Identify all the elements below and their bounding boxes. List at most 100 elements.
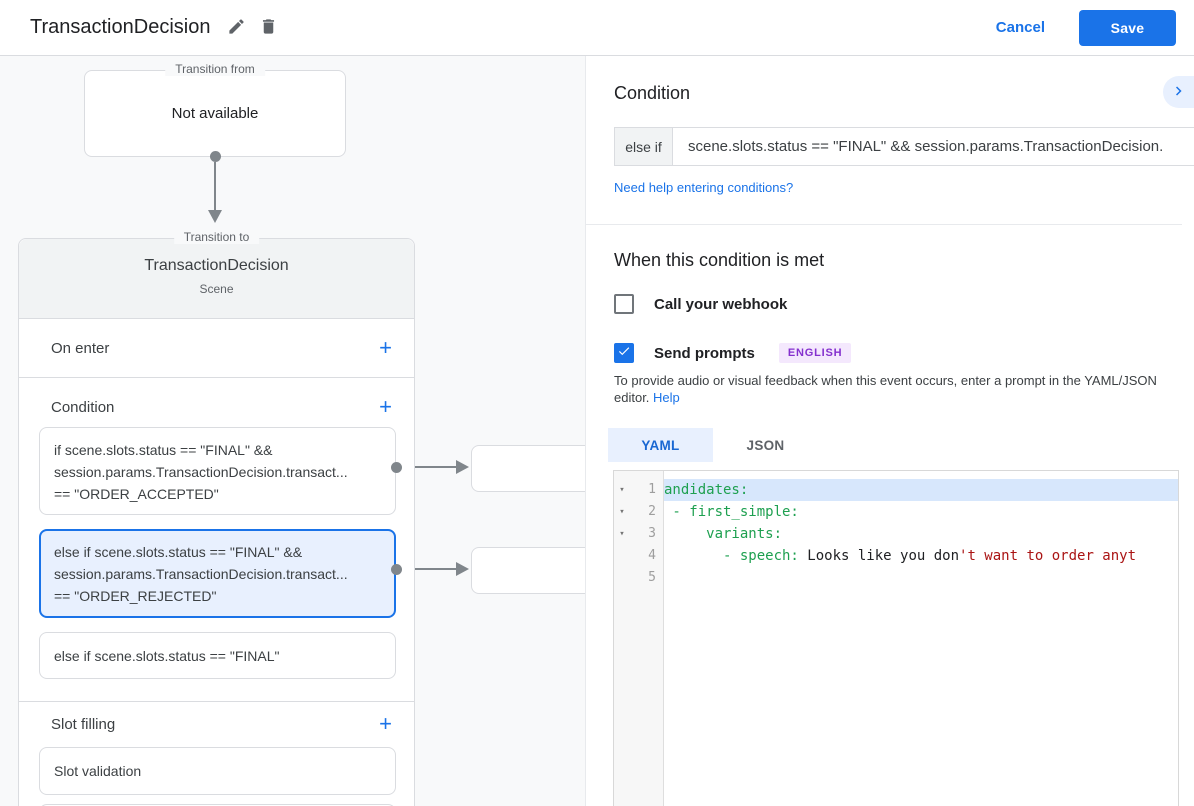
condition-line: session.params.TransactionDecision.trans… [54,566,348,582]
header-bar: TransactionDecision Cancel Save [0,0,1194,56]
fold-caret-icon[interactable]: ▾ [619,529,625,539]
scene-name: TransactionDecision [144,257,289,274]
connector-line [214,162,216,210]
page-title: TransactionDecision [30,16,211,38]
scene-card-header: TransactionDecision Scene [19,239,414,319]
scene-card: Transition to TransactionDecision Scene … [18,230,415,806]
language-badge: ENGLISH [778,343,852,363]
gutter-row: 4 [614,545,663,567]
transition-target-box[interactable] [471,547,601,594]
on-enter-label: On enter [51,339,110,357]
add-slot-button[interactable]: + [379,711,392,736]
line-number: 2 [648,504,656,519]
gutter-row: 5 [614,567,663,589]
code-token: variants: [664,526,783,542]
slot-validation-item[interactable]: Slot validation [39,747,396,795]
gutter-row: ▾ 1 [614,479,663,501]
editor-code-area[interactable]: andidates: - first_simple: variants: - s… [664,471,1178,806]
line-number: 1 [648,482,656,497]
line-number: 4 [648,548,656,563]
code-token: andidates: [664,482,749,498]
condition-line: == "ORDER_REJECTED" [54,588,217,604]
transition-target-box[interactable] [471,445,601,492]
header-actions: Cancel Save [995,9,1194,46]
save-button[interactable]: Save [1079,9,1176,46]
fold-caret-icon[interactable]: ▾ [619,507,625,517]
cancel-button[interactable]: Cancel [995,19,1045,36]
line-number: 5 [648,570,656,585]
connector-line [402,466,456,468]
code-token: Looks like you don [807,548,960,564]
condition-line: else if scene.slots.status == "FINAL" [54,647,280,664]
condition-line: if scene.slots.status == "FINAL" && [54,442,273,458]
condition-item-final[interactable]: else if scene.slots.status == "FINAL" [39,632,396,679]
when-condition-met-title: When this condition is met [614,250,825,270]
add-on-enter-button[interactable]: + [379,335,392,360]
pencil-icon [227,17,246,39]
line-number: 3 [648,526,656,541]
code-token: - speech: [664,548,808,564]
trash-icon [259,17,278,39]
code-line: - speech: Looks like you don't want to o… [664,545,1178,567]
call-webhook-label: Call your webhook [654,295,788,313]
transition-from-box: Transition from Not available [84,62,346,157]
collapse-panel-button[interactable] [1163,76,1194,108]
webhook-row: Call your webhook [614,294,787,314]
condition-item-order-accepted[interactable]: if scene.slots.status == "FINAL" && sess… [39,427,396,515]
code-line [664,567,1178,589]
connector-dot [391,564,402,575]
transition-to-legend: Transition to [173,230,260,244]
condition-section-heading: Condition + [19,378,414,428]
condition-editor-panel: Condition else if scene.slots.status == … [585,56,1194,806]
connector-dot [391,462,402,473]
panel-title: Condition [614,83,691,103]
tab-yaml[interactable]: YAML [608,428,713,462]
fold-caret-icon[interactable]: ▾ [619,485,625,495]
checkmark-icon [617,344,631,363]
chevron-right-icon [1170,82,1188,103]
condition-line: else if scene.slots.status == "FINAL" && [54,544,303,560]
panel-divider [586,224,1182,225]
prompt-description: To provide audio or visual feedback when… [614,372,1170,406]
transition-from-value: Not available [171,105,259,122]
connector-line [402,568,456,570]
condition-label: Condition [51,398,115,416]
code-line: - first_simple: [664,501,1178,523]
delete-scene-button[interactable] [252,12,284,44]
help-link[interactable]: Help [653,390,680,405]
condition-line: == "ORDER_ACCEPTED" [54,486,219,502]
transition-from-legend: Transition from [165,62,265,76]
code-token: - first_simple: [664,504,799,520]
arrow-right-icon [456,562,469,576]
gutter-row: ▾ 2 [614,501,663,523]
condition-prefix: else if [614,127,673,166]
code-line: variants: [664,523,1178,545]
code-line: andidates: [664,479,1178,501]
arrow-down-icon [208,210,222,223]
condition-item-order-rejected[interactable]: else if scene.slots.status == "FINAL" &&… [39,529,396,618]
edit-scene-button[interactable] [220,12,252,44]
condition-expression-input[interactable]: scene.slots.status == "FINAL" && session… [673,127,1194,166]
send-prompts-checkbox[interactable] [614,343,634,363]
connector-dot [210,151,221,162]
section-divider [19,701,414,702]
slot-filling-label: Slot filling [51,715,116,733]
send-prompts-label: Send prompts [654,344,755,362]
yaml-code-editor: ▾ 1 ▾ 2 ▾ 3 4 5 [613,470,1179,806]
gutter-row: ▾ 3 [614,523,663,545]
arrow-right-icon [456,460,469,474]
slot-filling-section-heading: Slot filling + [19,713,414,735]
code-token: 't want to order anyt [959,548,1137,564]
add-condition-button[interactable]: + [379,394,392,419]
on-enter-section: On enter + [19,319,414,378]
editor-tabs: YAML JSON [608,428,818,462]
condition-line: session.params.TransactionDecision.trans… [54,464,348,480]
prompt-description-text: To provide audio or visual feedback when… [614,373,1157,405]
scene-type-label: Scene [199,282,234,296]
call-webhook-checkbox[interactable] [614,294,634,314]
tab-json[interactable]: JSON [746,437,785,453]
condition-expression-row: else if scene.slots.status == "FINAL" &&… [614,127,1194,166]
send-prompts-row: Send prompts ENGLISH [614,343,852,363]
editor-gutter: ▾ 1 ▾ 2 ▾ 3 4 5 [614,471,664,806]
condition-help-link[interactable]: Need help entering conditions? [614,180,794,195]
